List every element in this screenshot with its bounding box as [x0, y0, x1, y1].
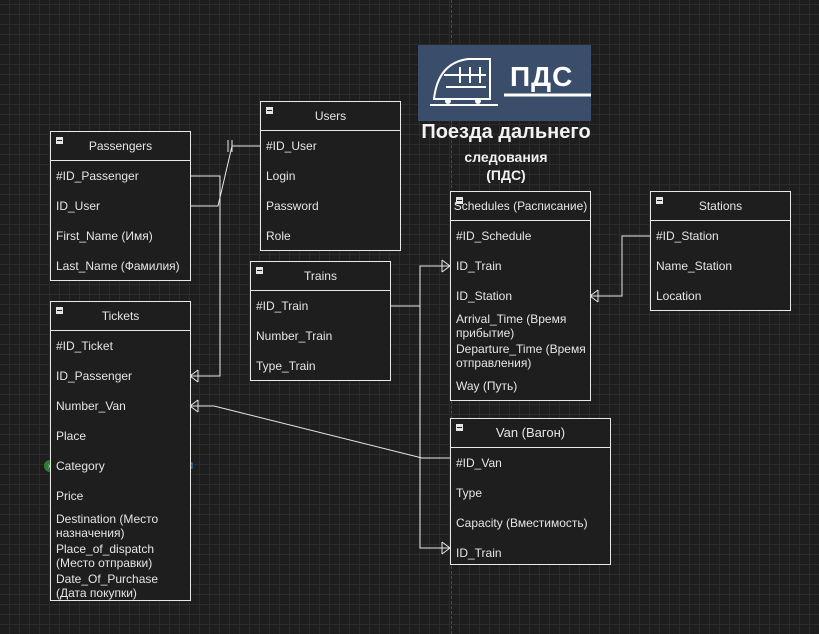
entity-users[interactable]: Users #ID_User Login Password Role [260, 101, 401, 251]
edge-passengers-users [190, 145, 260, 207]
entity-header[interactable]: Stations [651, 192, 790, 221]
entity-header[interactable]: Trains [251, 262, 390, 291]
entity-header[interactable]: Van (Вагон) [451, 419, 610, 448]
edge-end-mark-users [227, 140, 233, 152]
field-row[interactable]: Capacity (Вместимость) [456, 516, 588, 530]
field-row[interactable]: Type_Train [256, 359, 316, 373]
title-line-2: следования [464, 149, 548, 165]
train-icon [430, 58, 591, 106]
entity-stations[interactable]: Stations #ID_Station Name_Station Locati… [650, 191, 791, 311]
field-row[interactable]: Last_Name (Фамилия) [56, 259, 180, 273]
field-row[interactable]: Destination (Место назначения) [56, 512, 159, 540]
entity-passengers[interactable]: Passengers #ID_Passenger ID_User First_N… [50, 131, 191, 281]
field-row[interactable]: ID_Train [456, 259, 502, 273]
edge-tickets-van [190, 405, 450, 459]
logo-text: ПДС [510, 61, 574, 92]
entity-title: Van (Вагон) [495, 425, 566, 440]
field-row[interactable]: ID_User [56, 199, 101, 213]
field-row[interactable]: Type [456, 486, 483, 500]
collapse-icon[interactable] [456, 197, 463, 204]
field-row[interactable]: Name_Station [656, 259, 733, 273]
collapse-icon[interactable] [656, 197, 663, 204]
pds-logo: ПДС [418, 45, 591, 121]
edge-crowfoot-van-train [441, 541, 451, 555]
entity-van[interactable]: Van (Вагон) #ID_Van Type Capacity (Вмест… [450, 418, 611, 565]
field-row[interactable]: Number_Train [256, 329, 333, 343]
field-row[interactable]: #ID_Van [456, 456, 502, 470]
entity-title: Tickets [101, 309, 140, 323]
edge-trains-van [419, 306, 450, 549]
edge-stations-schedules [590, 235, 650, 297]
entity-title: Trains [304, 269, 337, 283]
field-row[interactable]: ID_Station [456, 289, 513, 303]
collapse-icon[interactable] [266, 107, 273, 114]
entity-title: Passengers [88, 139, 153, 153]
title-line-1: Поезда дальнего [421, 121, 591, 143]
collapse-icon[interactable] [256, 267, 263, 274]
collapse-icon[interactable] [56, 137, 63, 144]
field-row[interactable]: Place_of_dispatch (Место отправки) [56, 542, 155, 570]
edge-crowfoot-tickets-van [189, 399, 199, 413]
field-row[interactable]: Way (Путь) [456, 379, 518, 393]
entity-header[interactable]: Schedules (Расписание) [451, 192, 590, 221]
field-row[interactable]: Number_Van [56, 399, 126, 413]
field-row[interactable]: Location [656, 289, 702, 303]
field-row[interactable]: Role [266, 229, 291, 243]
title-line-3: (ПДС) [486, 167, 526, 183]
entity-header[interactable]: Tickets [51, 302, 190, 331]
diagram-title: Поезда дальнего следования (ПДС) [401, 121, 611, 184]
edge-trains-schedules [390, 265, 450, 307]
collapse-icon[interactable] [56, 307, 63, 314]
entity-header[interactable]: Passengers [51, 132, 190, 161]
field-row[interactable]: Departure_Time (Время отправления) [456, 342, 586, 370]
field-row[interactable]: Place [56, 429, 87, 443]
collapse-icon[interactable] [456, 424, 463, 431]
entity-title: Stations [698, 199, 743, 213]
edge-crowfoot-schedules-train [441, 259, 451, 273]
field-row[interactable]: #ID_Ticket [56, 339, 113, 353]
field-row[interactable]: Password [266, 199, 319, 213]
field-row[interactable]: #ID_User [266, 139, 317, 153]
entity-header[interactable]: Users [261, 102, 400, 131]
field-row[interactable]: #ID_Schedule [456, 229, 532, 243]
field-row[interactable]: #ID_Train [256, 299, 309, 313]
field-row[interactable]: ID_Train [456, 546, 502, 560]
entity-title: Schedules (Расписание) [453, 199, 588, 213]
edge-crowfoot-tickets-passenger [189, 369, 199, 383]
field-row[interactable]: #ID_Passenger [56, 169, 139, 183]
entity-title: Users [314, 109, 347, 123]
field-row[interactable]: First_Name (Имя) [56, 229, 153, 243]
edge-crowfoot-schedules-station [589, 289, 599, 303]
field-row[interactable]: Login [266, 169, 296, 183]
entity-trains[interactable]: Trains #ID_Train Number_Train Type_Train [250, 261, 391, 381]
field-row[interactable]: ID_Passenger [56, 369, 133, 383]
field-row[interactable]: Arrival_Time (Время прибытие) [456, 312, 567, 340]
field-row[interactable]: Price [56, 489, 84, 503]
entity-tickets[interactable]: Tickets #ID_Ticket ID_Passenger Number_V… [50, 301, 191, 601]
edge-tickets-passengers [190, 175, 221, 377]
entity-schedules[interactable]: Schedules (Расписание) #ID_Schedule ID_T… [450, 191, 591, 401]
field-row[interactable]: #ID_Station [656, 229, 719, 243]
field-row[interactable]: Category [56, 459, 105, 473]
field-row[interactable]: Date_Of_Purchase (Дата покупки) [56, 572, 159, 600]
